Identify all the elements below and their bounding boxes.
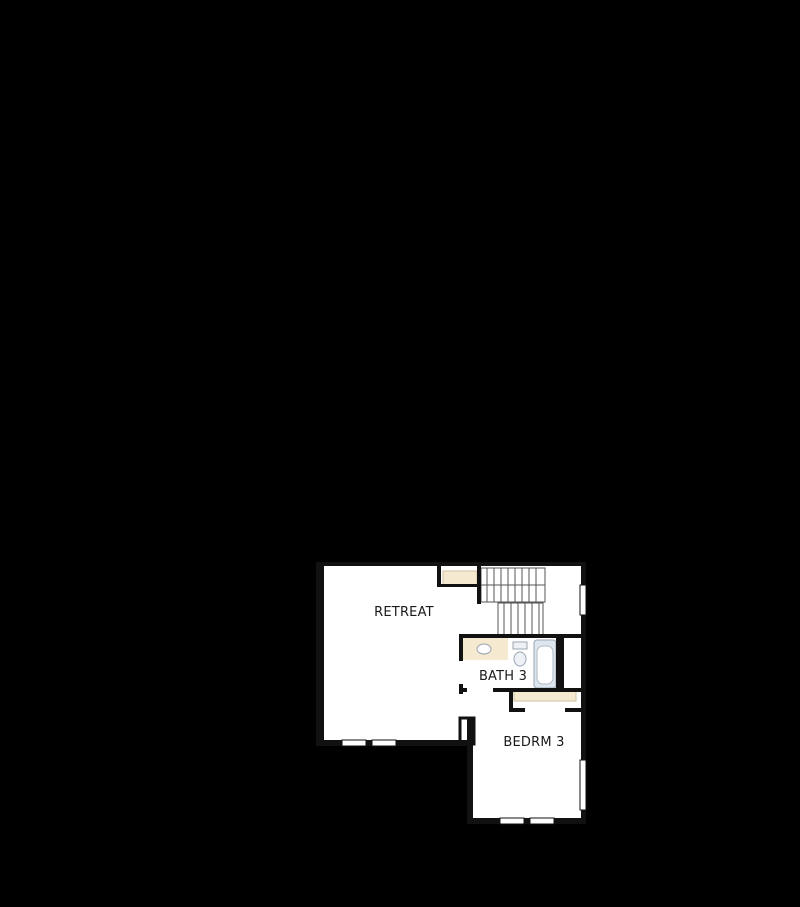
- wall-niche-bottom: [437, 584, 479, 587]
- wall-door-column: [458, 716, 476, 746]
- window-bedrm3-bottom-2: [529, 817, 555, 825]
- wall-right: [581, 562, 586, 824]
- wall-bedrm3-bottom: [467, 818, 586, 824]
- windows: [341, 584, 587, 825]
- wall-niche-left: [437, 566, 441, 586]
- retreat-cabinet: [442, 570, 478, 586]
- staircase: [480, 567, 546, 637]
- window-bedrm3-bottom-1: [499, 817, 525, 825]
- wall-left: [316, 562, 324, 746]
- wall-bedrm3-left: [467, 718, 473, 824]
- wall-bath-right: [556, 634, 564, 692]
- window-retreat-bottom-2: [371, 739, 397, 747]
- stair-lower-run: [497, 602, 544, 637]
- wall-closet-front-right: [565, 708, 581, 712]
- wall-top: [316, 562, 586, 566]
- bath3-area: [462, 638, 558, 690]
- window-retreat-bottom-1: [341, 739, 367, 747]
- wall-bath-left: [459, 634, 463, 661]
- wall-bath-top: [460, 634, 584, 638]
- wall-bath-bottom: [493, 688, 584, 692]
- wall-retreat-bottom-2: [414, 740, 472, 746]
- window-right-upper: [579, 584, 587, 616]
- room-label-bath3: BATH 3: [479, 669, 527, 684]
- wall-stair-left: [477, 566, 481, 604]
- room-label-retreat: RETREAT: [374, 605, 434, 620]
- wall-closet-front: [509, 708, 525, 712]
- wall-bath-bottom-left: [459, 688, 467, 692]
- room-labels: RETREAT BATH 3 BEDRM 3: [374, 605, 564, 750]
- window-right-lower: [579, 759, 587, 811]
- toilet-bowl-icon: [513, 651, 527, 667]
- toilet-tank-icon: [512, 641, 528, 650]
- bathtub-basin-icon: [536, 645, 554, 685]
- bedrm3-closet-shelf: [513, 690, 577, 702]
- wall-closet-left: [509, 688, 513, 712]
- sink-icon: [476, 643, 492, 655]
- room-label-bedrm3: BEDRM 3: [503, 735, 564, 750]
